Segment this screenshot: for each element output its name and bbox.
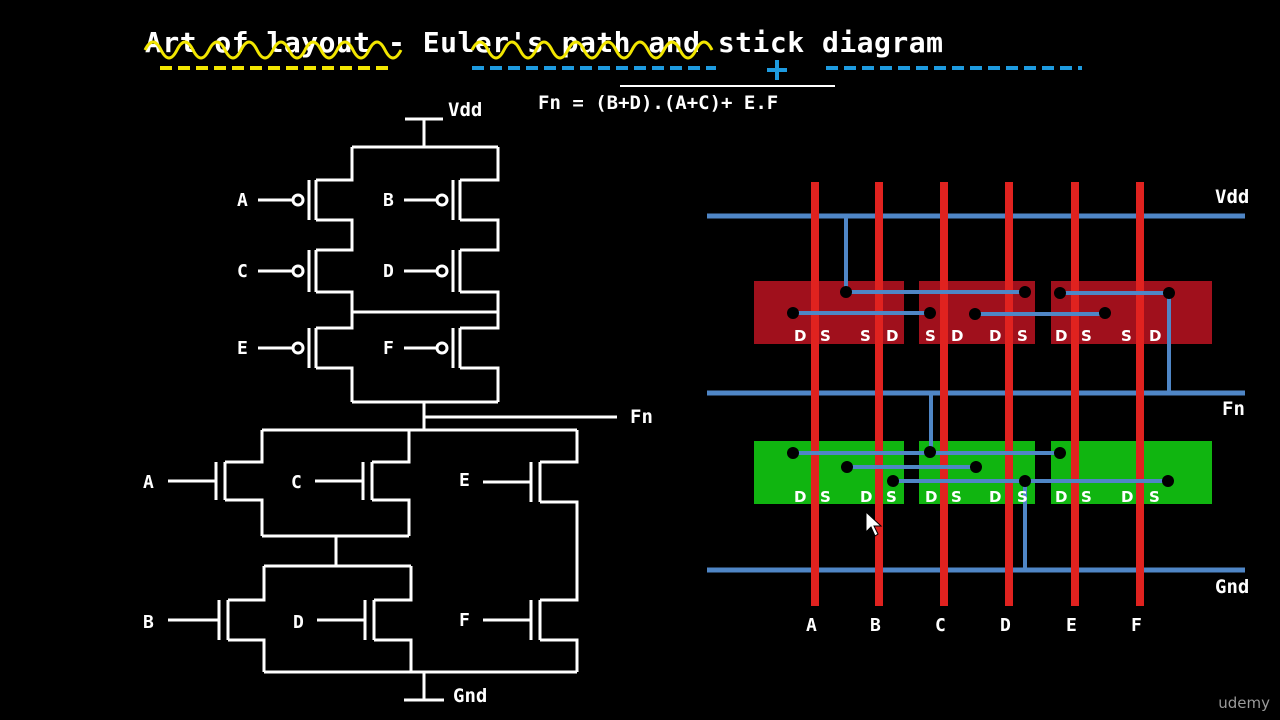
column-label-A: A [806, 615, 817, 636]
svg-text:D: D [794, 488, 806, 506]
slide-title: Art of layout - Euler's path and stick d… [145, 26, 943, 59]
svg-text:S: S [1081, 327, 1092, 345]
nmos-gate-E: E [459, 470, 531, 491]
column-labels: A B C D E F [806, 615, 1142, 636]
svg-text:D: D [989, 327, 1001, 345]
svg-text:S: S [1017, 488, 1028, 506]
column-label-F: F [1131, 615, 1142, 636]
nmos-label-B: B [143, 612, 154, 633]
svg-text:S: S [925, 327, 936, 345]
column-label-D: D [1000, 615, 1011, 636]
svg-text:D: D [1055, 488, 1067, 506]
svg-text:D: D [1055, 327, 1067, 345]
blue-plus-mark [767, 60, 787, 80]
cmos-schematic: Vdd [143, 99, 653, 707]
pmos-label-F: F [383, 338, 394, 359]
svg-text:D: D [860, 488, 872, 506]
ndiff-terminals: D S D S D S D S D S D S [794, 488, 1160, 506]
udemy-watermark: udemy [1218, 694, 1270, 712]
svg-text:D: D [794, 327, 806, 345]
svg-text:S: S [1081, 488, 1092, 506]
contacts [787, 286, 1175, 487]
pmos-gate-F: F [383, 338, 449, 359]
svg-text:S: S [820, 327, 831, 345]
yellow-scribble [143, 40, 403, 60]
svg-text:D: D [1121, 488, 1133, 506]
function-equation: Fn = (B+D).(A+C)+ E.F [538, 92, 779, 114]
pmos-gate-B: B [383, 190, 449, 211]
poly-gates [811, 182, 1144, 606]
pmos-gate-E: E [237, 338, 305, 359]
svg-text:D: D [951, 327, 963, 345]
nmos-gate-C: C [291, 472, 363, 493]
svg-text:S: S [886, 488, 897, 506]
nmos-label-C: C [291, 472, 302, 493]
nmos-gate-B: B [143, 612, 219, 633]
column-label-B: B [870, 615, 881, 636]
nmos-label-D: D [293, 612, 304, 633]
svg-text:S: S [1017, 327, 1028, 345]
pdiff-terminals: D S S D S D D S D S S D [794, 327, 1161, 345]
svg-text:S: S [820, 488, 831, 506]
stick-vdd-label: Vdd [1215, 186, 1249, 208]
pmos-network: A B C D E [237, 145, 500, 404]
column-label-C: C [935, 615, 946, 636]
title-part-euler: Euler's path [422, 26, 632, 59]
title-annotations [143, 40, 1082, 87]
pmos-label-C: C [237, 261, 248, 282]
stick-gnd-label: Gnd [1215, 576, 1249, 598]
svg-text:S: S [1149, 488, 1160, 506]
pmos-gate-D: D [383, 261, 449, 282]
column-label-E: E [1066, 615, 1077, 636]
svg-text:D: D [1149, 327, 1161, 345]
pmos-label-D: D [383, 261, 394, 282]
title-part-stick: and stick diagram [631, 26, 944, 59]
schematic-fn-label: Fn [630, 406, 653, 428]
schematic-gnd-label: Gnd [453, 685, 487, 707]
mouse-cursor-icon [865, 510, 883, 537]
nmos-gate-D: D [293, 612, 365, 633]
nmos-network: A C E B D F [143, 428, 579, 674]
svg-text:D: D [925, 488, 937, 506]
yellow-scribble-2 [470, 40, 714, 60]
svg-text:D: D [886, 327, 898, 345]
svg-text:S: S [860, 327, 871, 345]
nmos-label-E: E [459, 470, 470, 491]
svg-text:S: S [951, 488, 962, 506]
pmos-label-B: B [383, 190, 394, 211]
schematic-vdd-label: Vdd [448, 99, 482, 121]
stick-fn-label: Fn [1222, 398, 1245, 420]
nmos-label-F: F [459, 610, 470, 631]
nmos-gate-A: A [143, 472, 216, 493]
metal-rails [707, 213, 1245, 573]
nmos-gate-F: F [459, 610, 531, 631]
svg-text:S: S [1121, 327, 1132, 345]
pmos-label-E: E [237, 338, 248, 359]
stick-diagram: D S S D S D D S D S S D D S D S D S D S … [707, 182, 1249, 636]
pmos-label-A: A [237, 190, 248, 211]
pmos-gate-C: C [237, 261, 305, 282]
nmos-label-A: A [143, 472, 154, 493]
pmos-gate-A: A [237, 190, 305, 211]
svg-text:D: D [989, 488, 1001, 506]
